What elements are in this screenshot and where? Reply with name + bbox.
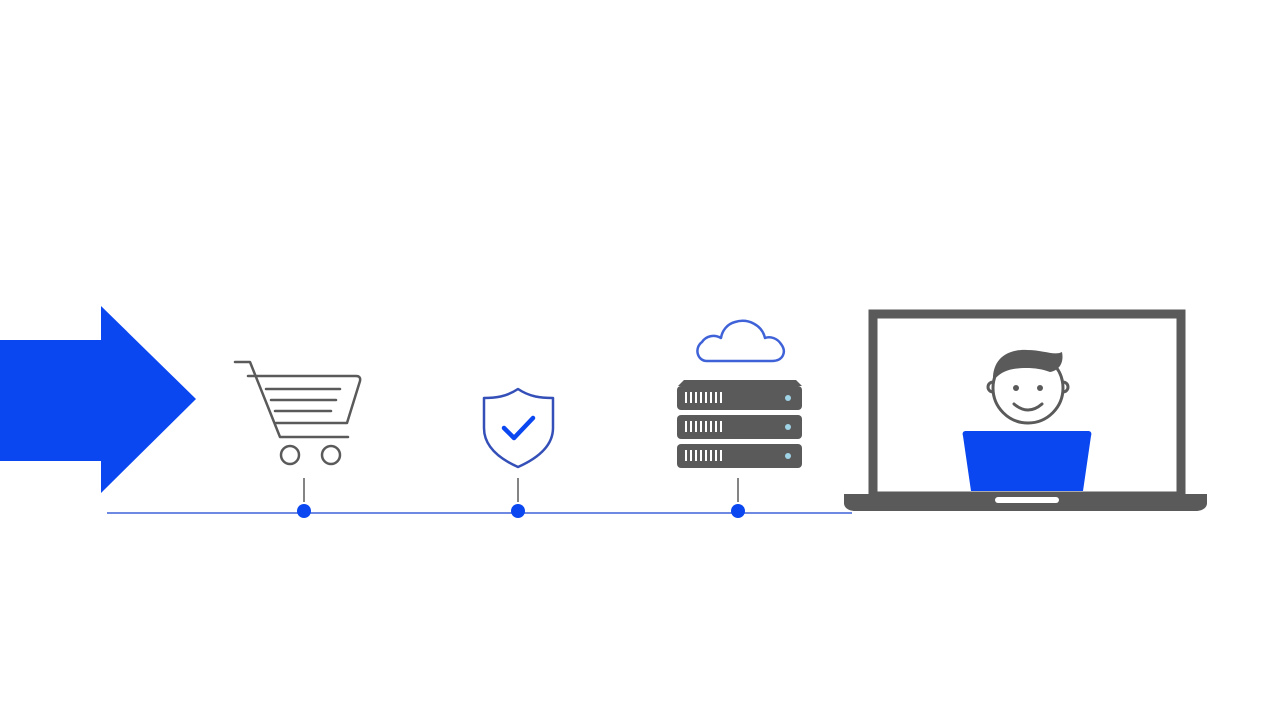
shield-check-icon [482,387,555,469]
cloud-server-icon [677,319,802,468]
timeline-dot-cart [297,504,311,518]
user-laptop [962,431,1092,491]
right-arrow-icon [0,306,196,493]
laptop-user-icon [844,309,1207,511]
user-avatar [986,349,1070,425]
shopping-cart-icon [233,360,362,466]
cloud-icon [696,319,785,363]
timeline-dot-security [511,504,525,518]
timeline-dot-hosting [731,504,745,518]
